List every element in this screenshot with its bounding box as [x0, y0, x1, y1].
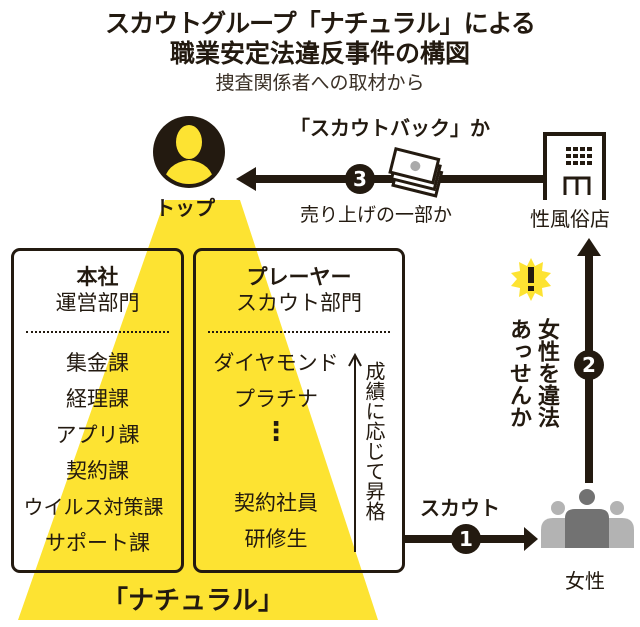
rank-item: ダイヤモンド — [213, 351, 339, 375]
scout-label: スカウト — [420, 496, 500, 520]
source-note: 捜査関係者への取材から — [215, 72, 425, 94]
illegal-placement-label-2: あっせんか — [506, 318, 531, 428]
rank-item: 契約社員 — [234, 491, 318, 515]
player-divider — [208, 331, 390, 333]
hq-item: サポート課 — [45, 531, 150, 555]
player-title: プレーヤー — [246, 265, 352, 289]
hq-item: アプリ課 — [55, 423, 140, 447]
player-subtitle: スカウト部門 — [236, 291, 362, 315]
step-1-badge: 1 — [451, 524, 481, 554]
title-line-1: スカウトグループ「ナチュラル」による — [105, 9, 536, 38]
promotion-arrow — [348, 352, 362, 552]
scout-back-label: 「スカウトバック」か — [290, 116, 490, 140]
rank-item: 研修生 — [244, 527, 308, 551]
promotion-label: 成績に応じて昇格 — [362, 361, 386, 521]
hq-item: ウイルス対策課 — [23, 495, 164, 519]
person-silhouette-icon — [153, 116, 225, 188]
rank-ellipsis: ⋮ — [263, 417, 289, 447]
hq-divider — [26, 331, 169, 333]
illegal-placement-label-1: 女性を違法 — [534, 318, 559, 428]
hq-item: 経理課 — [66, 387, 129, 411]
hq-title: 本社 — [76, 265, 119, 289]
exclamation-burst-icon — [511, 258, 551, 301]
hq-subtitle: 運営部門 — [55, 291, 140, 315]
hq-item: 集金課 — [66, 351, 129, 375]
sales-share-label: 売り上げの一部か — [300, 204, 453, 226]
rank-item: プラチナ — [234, 387, 318, 411]
step-3-badge: 3 — [345, 164, 375, 194]
store-label: 性風俗店 — [530, 207, 610, 231]
title-line-2: 職業安定法違反事件の構図 — [169, 39, 470, 68]
money-bills-icon — [388, 147, 444, 198]
hq-operations-box: 本社 運営部門 集金課 経理課 アプリ課 契約課 ウイルス対策課 サポート課 — [11, 248, 184, 573]
group-name: 「ナチュラル」 — [102, 586, 285, 616]
spotlight-beam — [18, 200, 378, 620]
step-2-badge: 2 — [574, 350, 604, 380]
group-of-people-icon — [541, 489, 634, 548]
top-label: トップ — [155, 196, 215, 220]
building-icon — [543, 132, 606, 200]
women-label: 女性 — [565, 569, 605, 593]
player-scout-box: プレーヤー スカウト部門 ダイヤモンド プラチナ ⋮ 契約社員 研修生 成績に応… — [193, 248, 405, 573]
hq-item: 契約課 — [66, 459, 129, 483]
